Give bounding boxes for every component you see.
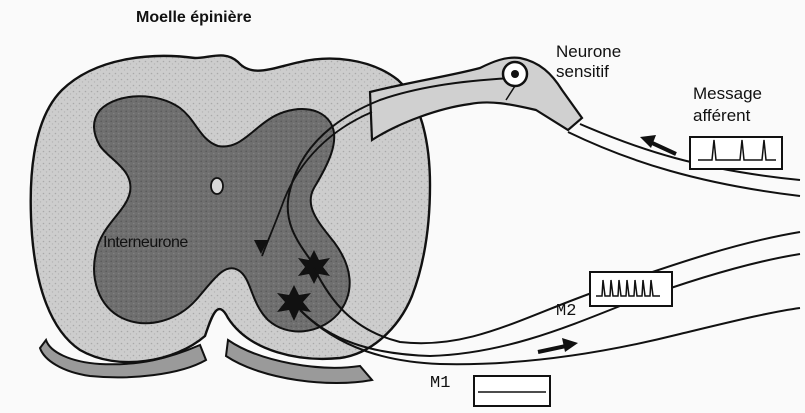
message-label-line1: Message: [693, 84, 762, 103]
arrow-right-icon: [538, 338, 578, 352]
interneurone-label: Interneurone: [103, 233, 188, 252]
neurone-label-line2: sensitif: [556, 62, 609, 81]
afferent-message-trace: [690, 137, 782, 169]
message-label-line2: afférent: [693, 106, 750, 125]
m1-label: M1: [430, 374, 450, 393]
m1-message-trace: [474, 376, 550, 406]
m2-message-trace: [590, 272, 672, 306]
m2-label: M2: [556, 302, 576, 321]
neurone-label-line1: Neurone: [556, 42, 621, 61]
diagram-title: Moelle épinière: [136, 8, 252, 27]
central-canal: [211, 178, 223, 194]
arrow-left-icon: [640, 135, 676, 154]
